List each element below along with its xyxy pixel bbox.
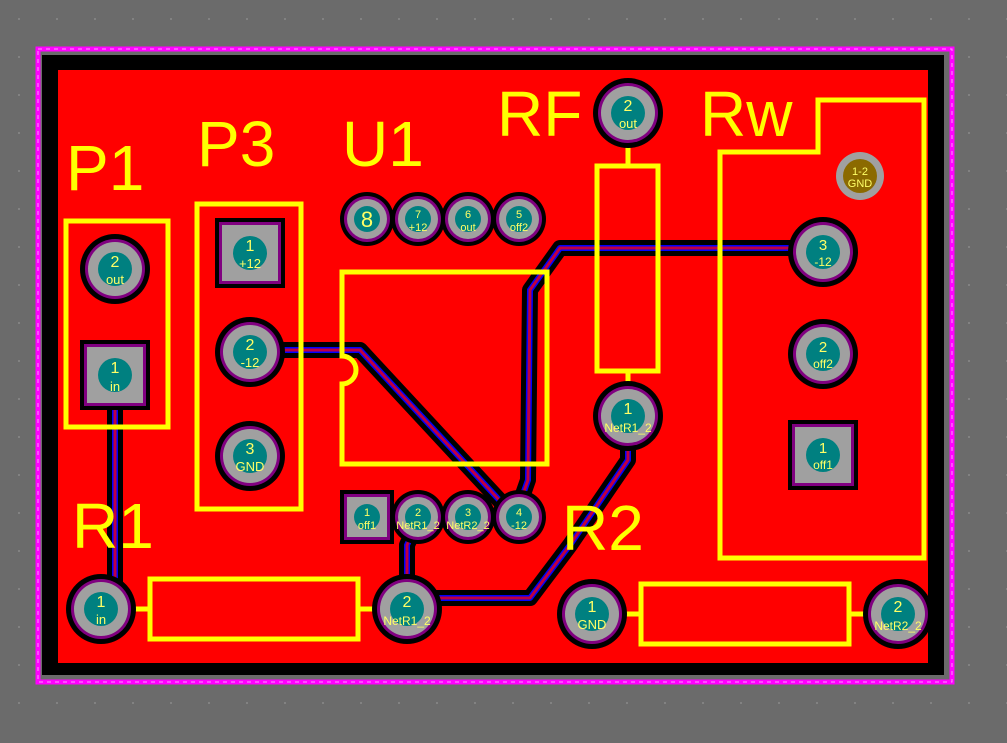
pad-number: 2 xyxy=(624,98,633,115)
pad-net: out xyxy=(106,272,124,287)
pad-r1-1[interactable]: 1 in xyxy=(66,574,136,644)
pad-net: +12 xyxy=(409,222,428,234)
pad-rf-1[interactable]: 1 NetR1_2 xyxy=(593,381,663,451)
pad-number: 1 xyxy=(364,507,370,519)
pad-number: 1 xyxy=(246,238,255,255)
u1-outline xyxy=(339,269,550,467)
pad-number: 1 xyxy=(624,401,633,418)
pad-number: 2 xyxy=(246,337,255,354)
pad-net: GND xyxy=(236,459,265,474)
rw-outline xyxy=(717,97,927,561)
pad-number: 2 xyxy=(894,599,903,616)
pad-net: in xyxy=(110,379,120,394)
pad-u1-1[interactable]: 1 off1 xyxy=(340,490,394,544)
pad-p1-1[interactable]: 1 in xyxy=(80,340,150,410)
designator-p3: P3 xyxy=(197,108,275,180)
pad-net: GND xyxy=(578,617,607,632)
pad-net: out xyxy=(460,222,475,234)
pad-rw-3[interactable]: 3 -12 xyxy=(788,217,858,287)
pad-net: -12 xyxy=(511,520,527,532)
pad-number: 1 xyxy=(97,594,106,611)
pad-net: off2 xyxy=(510,222,528,234)
pad-rw-2[interactable]: 2 off2 xyxy=(788,319,858,389)
pad-net: off1 xyxy=(358,520,376,532)
pad-net: NetR1_2 xyxy=(396,520,439,532)
pad-u1-7[interactable]: 7 +12 xyxy=(391,192,445,246)
pad-u1-6[interactable]: 6 out xyxy=(441,192,495,246)
pad-number: 3 xyxy=(819,237,827,254)
pad-number: 3 xyxy=(246,441,255,458)
pad-u1-8[interactable]: 8 xyxy=(340,192,394,246)
p1-outline xyxy=(63,218,171,430)
pad-rw-1[interactable]: 1 off1 xyxy=(788,420,858,490)
board-outline-dash xyxy=(37,48,953,683)
pad-number: 3 xyxy=(465,507,471,519)
pad-net: NetR2_2 xyxy=(874,619,922,633)
designator-u1: U1 xyxy=(342,108,424,180)
pad-number: 1 xyxy=(111,360,120,377)
pad-net: out xyxy=(619,116,637,131)
pad-u1-5[interactable]: 5 off2 xyxy=(492,192,546,246)
pad-p3-2[interactable]: 2 -12 xyxy=(215,317,285,387)
pad-net: off2 xyxy=(813,357,833,371)
designator-rw: Rw xyxy=(700,78,793,150)
pad-u1-2[interactable]: 2 NetR1_2 xyxy=(391,490,445,544)
pad-net: GND xyxy=(848,178,873,190)
designator-r2: R2 xyxy=(562,492,644,564)
pad-net: -12 xyxy=(814,255,832,269)
pad-p1-2[interactable]: 2 out xyxy=(80,234,150,304)
pad-r1-2[interactable]: 2 NetR1_2 xyxy=(372,574,442,644)
pad-number: 6 xyxy=(465,209,471,221)
pad-number: 5 xyxy=(516,209,522,221)
pad-p3-1[interactable]: 1 +12 xyxy=(215,218,285,288)
pad-u1-4[interactable]: 4 -12 xyxy=(492,490,546,544)
pad-number: 2 xyxy=(415,507,421,519)
pads[interactable]: 2 out 1 in 1 +12 2 -12 xyxy=(66,78,933,649)
designator-r1: R1 xyxy=(72,490,154,562)
copper-pour-top xyxy=(58,70,928,663)
pad-number: 1-2 xyxy=(852,166,868,178)
pad-number: 2 xyxy=(819,339,827,356)
pad-net: in xyxy=(96,612,106,627)
pad-u1-3[interactable]: 3 NetR2_2 xyxy=(441,490,495,544)
pad-number: 1 xyxy=(819,440,827,457)
pad-net: -12 xyxy=(241,355,260,370)
pad-net: NetR1_2 xyxy=(383,614,431,628)
pad-net: NetR1_2 xyxy=(604,421,652,435)
pad-rf-2[interactable]: 2 out xyxy=(593,78,663,148)
pad-number: 4 xyxy=(516,507,522,519)
pad-r2-1[interactable]: 1 GND xyxy=(557,579,627,649)
pad-number: 2 xyxy=(403,594,412,611)
pad-rw-gnd[interactable]: 1-2 GND xyxy=(836,152,884,200)
pad-number: 2 xyxy=(111,254,120,271)
pad-number: 8 xyxy=(361,207,373,232)
pad-net: off1 xyxy=(813,458,833,472)
designators: P1 P3 U1 RF Rw R1 R2 xyxy=(66,78,793,564)
pad-number: 7 xyxy=(415,209,421,221)
p3-outline xyxy=(194,201,304,512)
pad-r2-2[interactable]: 2 NetR2_2 xyxy=(863,579,933,649)
pad-net: +12 xyxy=(239,256,261,271)
designator-rf: RF xyxy=(497,78,582,150)
pad-number: 1 xyxy=(588,599,597,616)
pad-net: NetR2_2 xyxy=(446,520,489,532)
designator-p1: P1 xyxy=(66,132,144,204)
pad-p3-3[interactable]: 3 GND xyxy=(215,421,285,491)
